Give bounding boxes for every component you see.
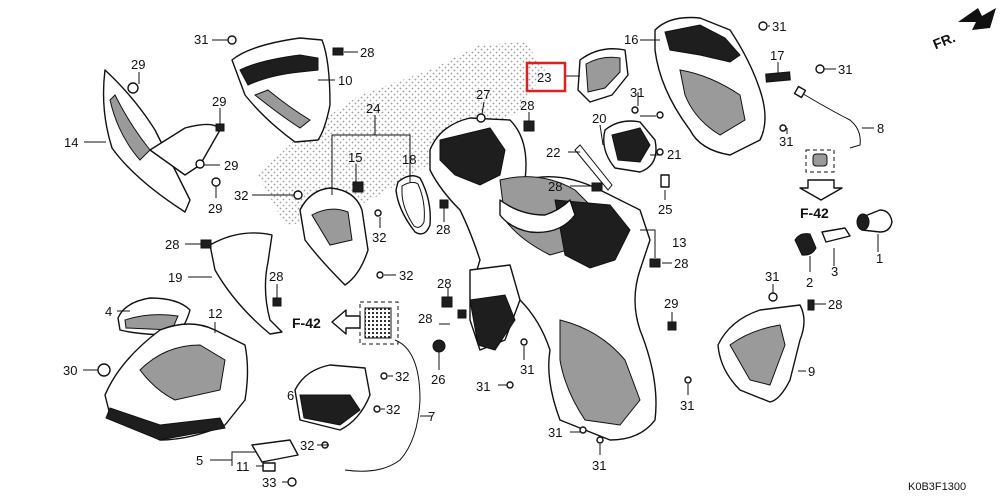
front-direction-indicator: FR.	[931, 8, 996, 52]
callout-28: 28	[165, 237, 179, 252]
callout-23-highlighted: 23	[537, 70, 551, 85]
shading-area	[258, 42, 545, 225]
callout-29: 29	[224, 158, 238, 173]
callout-11: 11	[236, 459, 250, 474]
part-3-lock-spring	[821, 227, 851, 243]
callout-32: 32	[395, 369, 409, 384]
callout-31: 31	[838, 62, 852, 77]
drawing-code: K0B3F1300	[908, 481, 966, 493]
part-18-frame	[395, 175, 431, 235]
callout-28: 28	[269, 269, 283, 284]
front-direction-label: FR.	[931, 29, 958, 52]
part-7-cable	[344, 339, 421, 472]
callout-22: 22	[546, 145, 560, 160]
leader-lines	[83, 25, 879, 483]
part-19-lower-cover	[209, 232, 283, 335]
callout-6: 6	[287, 388, 294, 403]
callout-18: 18	[402, 152, 416, 167]
callout-27: 27	[476, 87, 490, 102]
part-23-bracket	[577, 48, 629, 103]
callout-32: 32	[234, 188, 248, 203]
callout-28: 28	[548, 179, 562, 194]
callout-31: 31	[772, 19, 786, 34]
callout-28: 28	[437, 276, 451, 291]
part-6-box	[294, 364, 371, 431]
f42-arrow-right	[799, 149, 843, 201]
part-10-meter-cover	[231, 37, 331, 143]
callout-10: 10	[338, 73, 352, 88]
callout-28: 28	[436, 222, 450, 237]
callout-31: 31	[548, 425, 562, 440]
callout-21: 21	[667, 147, 681, 162]
callout-28: 28	[360, 45, 374, 60]
callout-3: 3	[831, 264, 838, 279]
callout-12: 12	[208, 306, 222, 321]
callout-labels: 31 28 10 29 14 29 29 29 24 15 18 32 32 2…	[63, 19, 966, 493]
callout-29: 29	[212, 94, 226, 109]
callout-16: 16	[624, 32, 638, 47]
part-1-lock-cylinder	[856, 209, 893, 233]
callout-13: 13	[672, 235, 686, 250]
callout-32: 32	[386, 402, 400, 417]
callout-2: 2	[806, 275, 813, 290]
callout-31: 31	[476, 379, 490, 394]
callout-30: 30	[63, 363, 77, 378]
callout-20: 20	[592, 111, 606, 126]
part-25-clip	[660, 174, 670, 188]
callout-32: 32	[372, 230, 386, 245]
callout-28: 28	[520, 98, 534, 113]
part-17-clip	[765, 71, 791, 83]
callout-31: 31	[592, 458, 606, 473]
callout-5: 5	[196, 453, 203, 468]
callout-17: 17	[770, 48, 784, 63]
callout-28: 28	[828, 297, 842, 312]
callout-7: 7	[428, 409, 435, 424]
callout-31: 31	[520, 362, 534, 377]
callout-32: 32	[300, 438, 314, 453]
callout-14: 14	[64, 135, 78, 150]
callout-29: 29	[208, 201, 222, 216]
callout-28: 28	[674, 256, 688, 271]
callout-4: 4	[105, 304, 112, 319]
callout-33: 33	[262, 475, 276, 490]
callout-32: 32	[399, 268, 413, 283]
part-16-inner-cover	[654, 16, 766, 156]
part-2-lock-cap	[794, 233, 817, 256]
part-14-side-cover	[102, 69, 221, 213]
callout-28: 28	[418, 311, 432, 326]
callout-29: 29	[664, 296, 678, 311]
callout-19: 19	[168, 270, 182, 285]
callout-25: 25	[658, 202, 672, 217]
part-13-bracket-lead	[640, 229, 656, 258]
part-12-inner-panel	[104, 323, 249, 441]
callout-1: 1	[876, 251, 883, 266]
callout-31: 31	[765, 269, 779, 284]
highlight-box	[525, 61, 567, 93]
f42-arrow-left	[331, 301, 399, 345]
callout-31: 31	[194, 32, 208, 47]
callout-29: 29	[131, 57, 145, 72]
callout-26: 26	[431, 372, 445, 387]
callout-15: 15	[348, 150, 362, 165]
part-24-inner-cover	[299, 187, 369, 286]
part-5-bracket	[251, 439, 299, 463]
main-front-cowl	[429, 117, 657, 441]
part-8-cable	[793, 85, 861, 149]
part-22-rod	[574, 144, 613, 191]
f42-label-right: F-42	[800, 205, 829, 221]
callout-9: 9	[808, 364, 815, 379]
part-9-side-cover	[717, 304, 805, 403]
callout-31: 31	[680, 398, 694, 413]
f42-label-left: F-42	[292, 315, 321, 331]
callout-24: 24	[366, 101, 380, 116]
callout-31: 31	[630, 85, 644, 100]
callout-31: 31	[779, 134, 793, 149]
callout-8: 8	[877, 121, 884, 136]
part-20-bracket	[603, 120, 657, 173]
fasteners	[97, 21, 825, 487]
